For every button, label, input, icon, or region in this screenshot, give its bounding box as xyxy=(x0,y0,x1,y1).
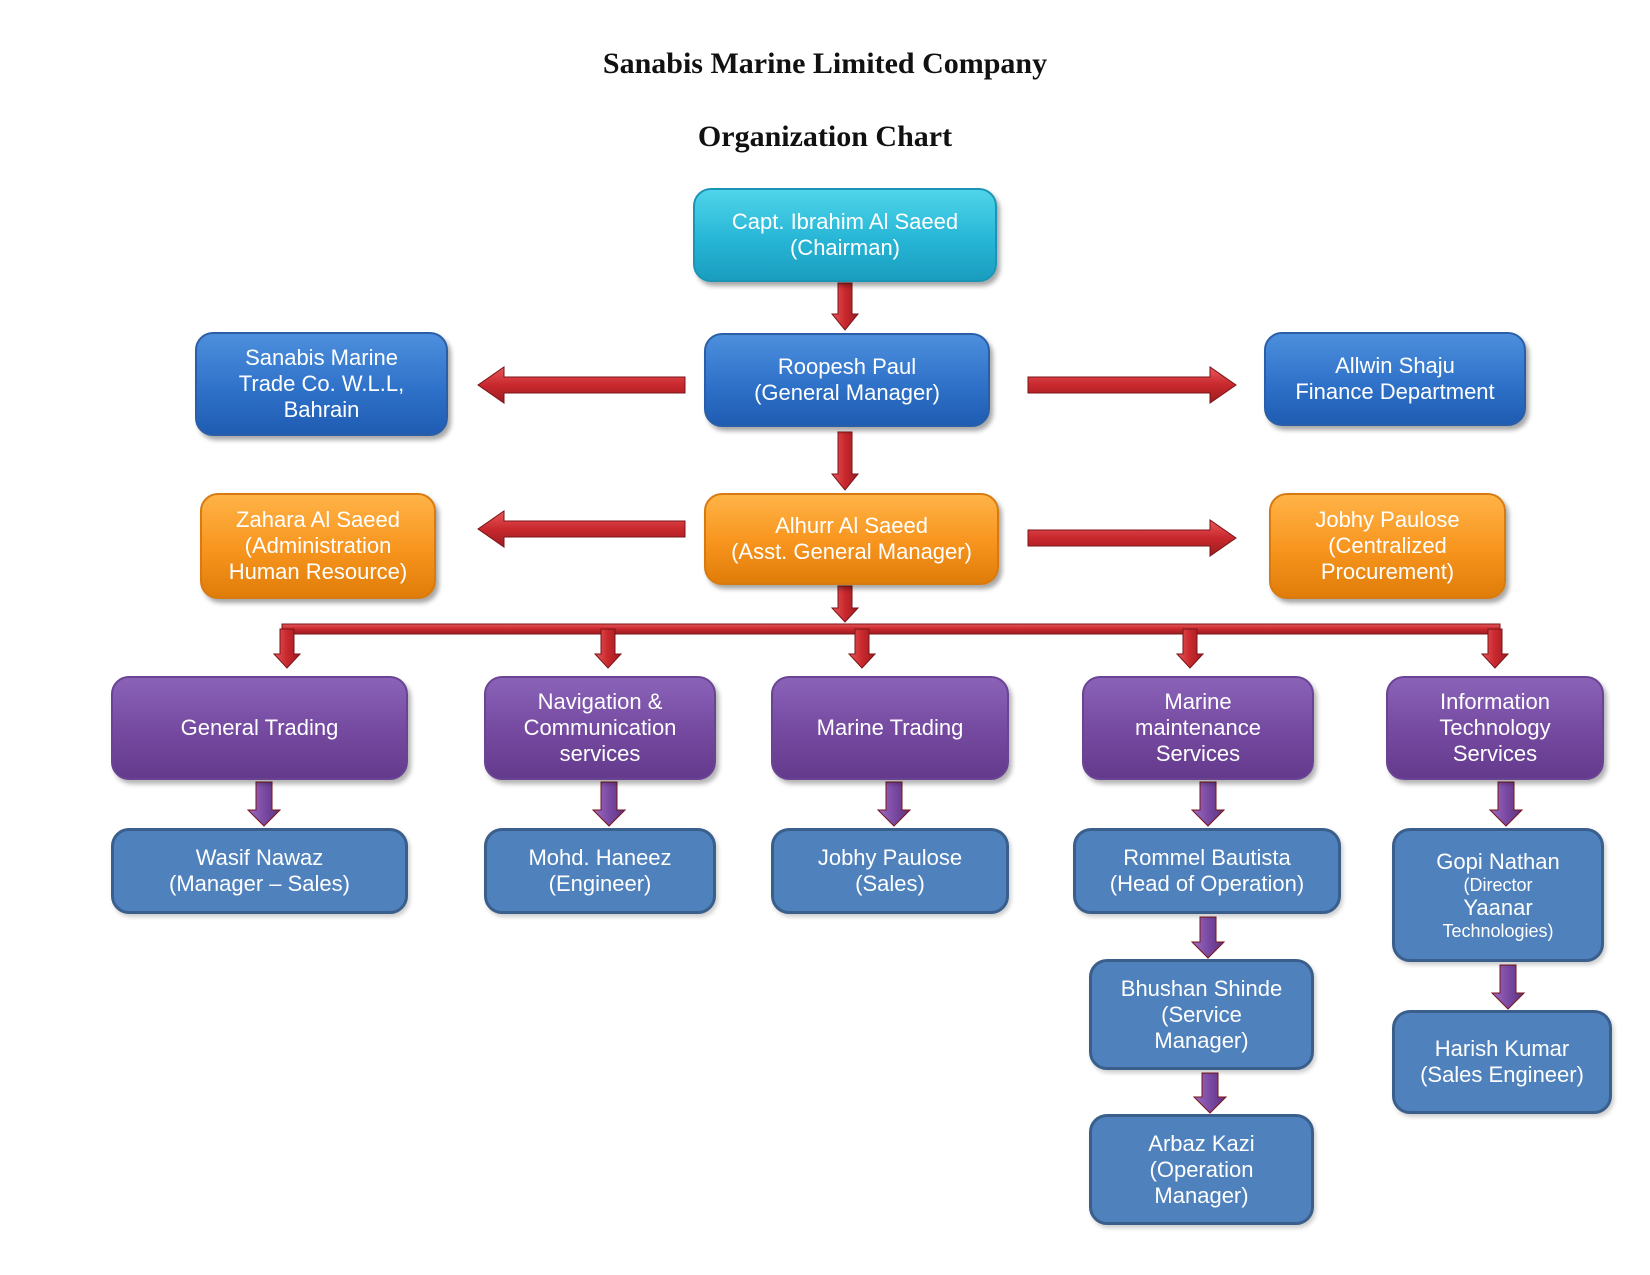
staff-role: (Sales Engineer) xyxy=(1420,1062,1584,1087)
bahrain-company-box: Sanabis Marine Trade Co. W.L.L, Bahrain xyxy=(195,332,448,436)
staff-bhushan-shinde: Bhushan Shinde (Service Manager) xyxy=(1089,959,1314,1070)
finance-role: Finance Department xyxy=(1295,379,1495,404)
procurement-role-1: (Centralized xyxy=(1328,533,1447,558)
department-information-technology: Information Technology Services xyxy=(1386,676,1604,780)
staff-role: (Manager – Sales) xyxy=(169,871,350,896)
arrow-gm-to-asst-gm xyxy=(830,431,860,491)
arrow-asst-gm-to-procurement xyxy=(1027,519,1237,557)
gm-name: Roopesh Paul xyxy=(777,354,917,379)
staff-name: Jobhy Paulose xyxy=(817,845,963,870)
administration-box: Zahara Al Saeed (Administration Human Re… xyxy=(200,493,436,599)
chairman-role: (Chairman) xyxy=(789,235,901,260)
procurement-box: Jobhy Paulose (Centralized Procurement) xyxy=(1269,493,1506,599)
finance-box: Allwin Shaju Finance Department xyxy=(1264,332,1526,426)
dept-label-line: Services xyxy=(1452,741,1538,766)
asst-gm-role: (Asst. General Manager) xyxy=(731,539,972,564)
arrow-bus-to-department-3 xyxy=(847,628,877,669)
staff-name: Arbaz Kazi xyxy=(1148,1130,1255,1156)
asst-gm-name: Alhurr Al Saeed xyxy=(775,513,928,538)
general-manager-box: Roopesh Paul (General Manager) xyxy=(704,333,990,427)
arrow-gm-to-finance xyxy=(1027,366,1237,404)
admin-role-2: Human Resource) xyxy=(228,559,408,584)
dept-label-line: Navigation & xyxy=(537,689,663,714)
department-navigation-communication: Navigation & Communication services xyxy=(484,676,716,780)
admin-name: Zahara Al Saeed xyxy=(236,507,400,532)
arrow-department-to-staff-2 xyxy=(591,781,627,827)
staff-jobhy-paulose-sales: Jobhy Paulose (Sales) xyxy=(771,828,1009,914)
staff-name: Rommel Bautista xyxy=(1123,845,1291,870)
arrow-bus-to-department-4 xyxy=(1175,628,1205,669)
staff-role: (Engineer) xyxy=(548,871,652,896)
arrow-asst-gm-to-admin xyxy=(477,510,686,548)
department-general-trading: General Trading xyxy=(111,676,408,780)
chairman-box: Capt. Ibrahim Al Saeed (Chairman) xyxy=(693,188,997,282)
company-title: Sanabis Marine Limited Company xyxy=(602,47,1048,80)
staff-name: Wasif Nawaz xyxy=(195,845,324,870)
staff-mohd-haneez: Mohd. Haneez (Engineer) xyxy=(484,828,716,914)
arrow-chairman-to-gm xyxy=(830,282,860,331)
finance-name: Allwin Shaju xyxy=(1335,353,1455,378)
arrow-asst-gm-to-bus xyxy=(830,585,860,623)
arrow-gopi-to-harish xyxy=(1490,964,1526,1010)
arrow-gm-to-bahrain xyxy=(477,366,686,404)
asst-general-manager-box: Alhurr Al Saeed (Asst. General Manager) xyxy=(704,493,999,585)
dept-label-line: General Trading xyxy=(180,715,339,740)
dept-label-line: Information xyxy=(1439,689,1551,714)
arrow-bus-to-department-2 xyxy=(593,628,623,669)
dept-label-line: services xyxy=(559,741,641,766)
staff-role: Yaanar xyxy=(1463,895,1533,920)
staff-name: Harish Kumar xyxy=(1434,1036,1570,1061)
arrow-department-to-staff-3 xyxy=(876,781,912,827)
staff-name: Gopi Nathan xyxy=(1436,849,1560,874)
department-marine-maintenance: Marine maintenance Services xyxy=(1082,676,1314,780)
dept-label-line: Communication xyxy=(523,715,677,740)
gm-role: (General Manager) xyxy=(754,380,940,405)
arrow-department-to-staff-1 xyxy=(246,781,282,827)
procurement-name: Jobhy Paulose xyxy=(1315,507,1460,532)
staff-harish-kumar: Harish Kumar (Sales Engineer) xyxy=(1392,1010,1612,1114)
arrow-bhushan-to-arbaz xyxy=(1192,1072,1228,1114)
staff-role: (Sales) xyxy=(855,871,925,896)
arrow-bus-to-department-5 xyxy=(1480,628,1510,669)
staff-arbaz-kazi: Arbaz Kazi (Operation Manager) xyxy=(1089,1114,1314,1225)
dept-label-line: Marine Trading xyxy=(816,715,964,740)
dept-label-line: Technology xyxy=(1439,715,1551,740)
staff-role: (Head of Operation) xyxy=(1109,871,1305,896)
staff-role: (Operation xyxy=(1149,1156,1254,1182)
bahrain-line-3: Bahrain xyxy=(283,397,360,422)
dept-label-line: maintenance xyxy=(1135,715,1261,740)
bahrain-line-1: Sanabis Marine xyxy=(245,345,398,370)
staff-role: Manager) xyxy=(1154,1182,1249,1208)
staff-role: (Director xyxy=(1463,875,1533,895)
staff-name: Mohd. Haneez xyxy=(528,845,672,870)
arrow-bus-to-department-1 xyxy=(272,628,302,669)
arrow-department-to-staff-5 xyxy=(1488,781,1524,827)
staff-rommel-bautista: Rommel Bautista (Head of Operation) xyxy=(1073,828,1341,914)
chairman-name: Capt. Ibrahim Al Saeed xyxy=(731,209,959,234)
staff-name: Bhushan Shinde xyxy=(1120,975,1283,1001)
staff-role: (Service xyxy=(1161,1001,1242,1027)
staff-wasif-nawaz: Wasif Nawaz (Manager – Sales) xyxy=(111,828,408,914)
dept-label-line: Services xyxy=(1155,741,1241,766)
admin-role-1: (Administration xyxy=(244,533,392,558)
dept-label-line: Marine xyxy=(1164,689,1232,714)
arrow-department-to-staff-4 xyxy=(1190,781,1226,827)
department-marine-trading: Marine Trading xyxy=(771,676,1009,780)
procurement-role-2: Procurement) xyxy=(1320,559,1455,584)
staff-role: Technologies) xyxy=(1442,921,1554,941)
staff-role: Manager) xyxy=(1154,1027,1249,1053)
bus-bar xyxy=(281,623,1501,635)
staff-gopi-nathan: Gopi Nathan (Director Yaanar Technologie… xyxy=(1392,828,1604,962)
arrow-rommel-to-bhushan xyxy=(1190,916,1226,959)
bahrain-line-2: Trade Co. W.L.L, xyxy=(238,371,405,396)
chart-subtitle: Organization Chart xyxy=(697,120,953,153)
